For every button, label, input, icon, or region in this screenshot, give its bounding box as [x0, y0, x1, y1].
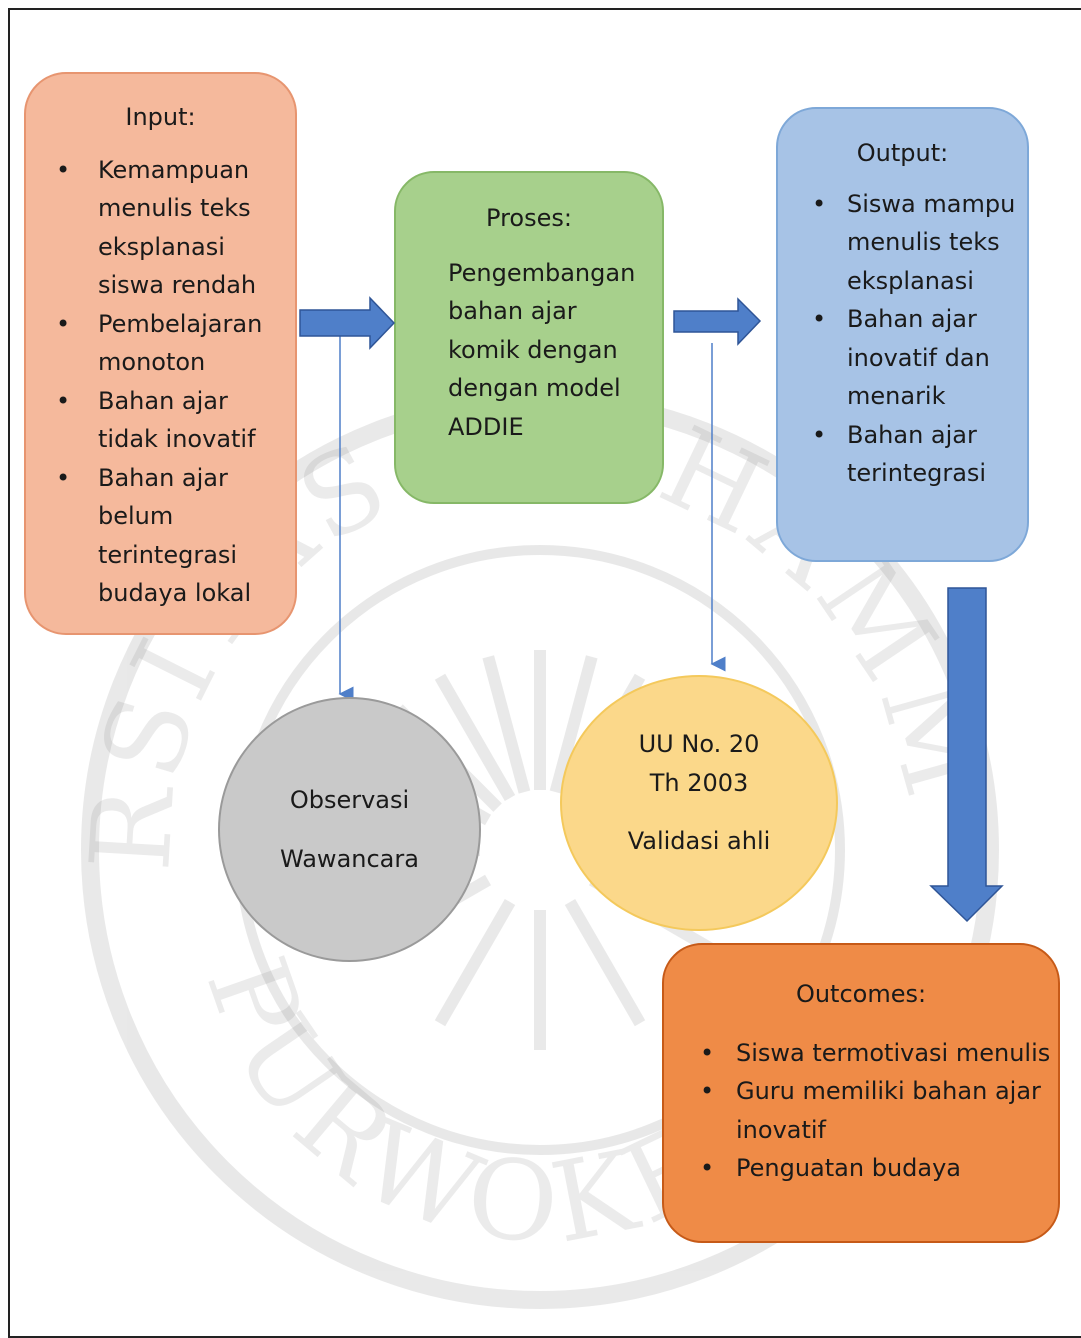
year-label: Th 2003: [649, 768, 749, 797]
outcomes-item: Penguatan budaya: [664, 1149, 1058, 1188]
proses-title: Proses:: [486, 204, 572, 232]
output-list: Siswa mampu menulis teks eksplanasi Baha…: [778, 185, 1027, 493]
output-box: Output: Siswa mampu menulis teks eksplan…: [776, 107, 1029, 562]
input-item: Bahan ajar tidak inovatif: [26, 382, 295, 459]
observasi-label: Observasi: [289, 786, 410, 814]
uu-label: UU No. 20: [638, 730, 760, 758]
input-box: Input: Kemampuan menulis teks eksplanasi…: [24, 72, 297, 635]
outcomes-item: Siswa termotivasi menulis: [664, 1034, 1058, 1073]
validasi-label: Validasi ahli: [627, 827, 771, 855]
proses-text: Pengembangan bahan ajar komik dengan den…: [448, 258, 636, 441]
output-item: Bahan ajar inovatif dan menarik: [778, 300, 1027, 416]
output-item: Bahan ajar terintegrasi: [778, 416, 1027, 493]
outcomes-title: Outcomes:: [795, 980, 927, 1008]
wawancara-label: Wawancara: [280, 844, 419, 873]
observasi-circle: Observasi Wawancara: [218, 697, 481, 962]
input-title: Input:: [125, 103, 196, 131]
input-item: Pembelajaran monoton: [26, 305, 295, 382]
input-item: Bahan ajar belum terintegrasi budaya lok…: [26, 459, 295, 613]
input-item: Kemampuan menulis teks eksplanasi siswa …: [26, 151, 295, 305]
outcomes-item: Guru memiliki bahan ajar inovatif: [664, 1072, 1058, 1149]
input-list: Kemampuan menulis teks eksplanasi siswa …: [26, 151, 295, 613]
output-title: Output:: [856, 139, 949, 167]
proses-box: Proses: Pengembangan bahan ajar komik de…: [394, 171, 664, 504]
outcomes-list: Siswa termotivasi menulis Guru memiliki …: [664, 1034, 1058, 1188]
validasi-circle: UU No. 20 Th 2003 Validasi ahli: [560, 675, 838, 931]
outcomes-box: Outcomes: Siswa termotivasi menulis Guru…: [662, 943, 1060, 1243]
output-item: Siswa mampu menulis teks eksplanasi: [778, 185, 1027, 301]
